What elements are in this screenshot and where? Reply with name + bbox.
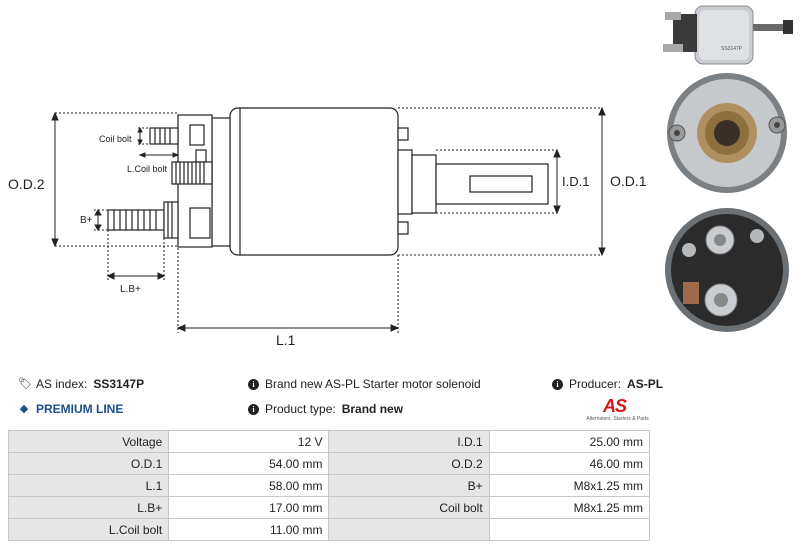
product-type: i Product type: Brand new — [248, 402, 403, 416]
info-icon: i — [248, 403, 259, 415]
spec-value: 54.00 mm — [168, 452, 330, 475]
as-index-label: AS index: — [36, 377, 88, 391]
od2-label: O.D.2 — [8, 176, 45, 192]
spec-label: B+ — [328, 474, 490, 497]
spec-value — [488, 518, 651, 541]
info-icon: i — [248, 378, 259, 390]
table-row: O.D.1 54.00 mm O.D.2 46.00 mm — [7, 452, 651, 475]
spec-value: M8x1.25 mm — [488, 474, 651, 497]
table-row: L.1 58.00 mm B+ M8x1.25 mm — [7, 474, 651, 497]
product-type-label: Product type: — [265, 402, 336, 416]
premium-line-label: PREMIUM LINE — [36, 402, 124, 416]
spec-label: L.B+ — [7, 496, 170, 519]
b-plus-label: B+ — [80, 215, 93, 226]
spec-value: 58.00 mm — [168, 474, 330, 497]
spec-value: 17.00 mm — [168, 496, 330, 519]
specs-table: Voltage 12 V I.D.1 25.00 mm O.D.1 54.00 … — [7, 430, 651, 541]
spec-label: O.D.2 — [328, 452, 490, 475]
technical-drawing: O.D.2 O.D.1 I.D.1 L.1 L.B+ B+ Coil bolt … — [8, 106, 647, 348]
solenoid-body — [229, 107, 399, 256]
product-photos: SS3147P — [663, 5, 793, 332]
svg-text:SS3147P: SS3147P — [721, 46, 743, 52]
spec-label: Coil bolt — [328, 496, 490, 519]
photo-side-view: SS3147P — [663, 5, 793, 65]
logo-tagline: Alternators, Starters & Parts — [586, 416, 649, 422]
od1-label: O.D.1 — [610, 173, 647, 189]
photo-rear-view — [665, 208, 789, 332]
spec-label: L.1 — [7, 474, 170, 497]
spec-value: 12 V — [168, 430, 330, 453]
spec-value: 25.00 mm — [488, 430, 651, 453]
spec-label — [328, 518, 490, 541]
premium-line: ◆ PREMIUM LINE — [18, 402, 124, 416]
photo-front-view — [667, 73, 787, 193]
id1-label: I.D.1 — [562, 174, 589, 189]
lb-plus-label: L.B+ — [120, 284, 141, 295]
coil-bolt-label: Coil bolt — [99, 134, 132, 144]
description: i Brand new AS-PL Starter motor solenoid — [248, 377, 481, 391]
table-row: Voltage 12 V I.D.1 25.00 mm — [7, 430, 651, 453]
info-icon: i — [552, 378, 563, 390]
diamond-icon: ◆ — [19, 403, 29, 415]
l-coil-bolt-label: L.Coil bolt — [127, 164, 168, 174]
spec-value: 46.00 mm — [488, 452, 651, 475]
table-row: L.B+ 17.00 mm Coil bolt M8x1.25 mm — [7, 496, 651, 519]
spec-label: O.D.1 — [7, 452, 170, 475]
spec-value: M8x1.25 mm — [488, 496, 651, 519]
l1-label: L.1 — [276, 332, 296, 348]
description-text: Brand new AS-PL Starter motor solenoid — [265, 377, 481, 391]
producer: i Producer: AS-PL — [552, 377, 663, 391]
product-type-value: Brand new — [341, 402, 404, 416]
as-pl-logo: AS Alternators, Starters & Parts — [585, 396, 650, 424]
table-row: L.Coil bolt 11.00 mm — [7, 518, 651, 541]
producer-label: Producer: — [569, 377, 622, 391]
as-index-value: SS3147P — [93, 377, 145, 391]
spec-value: 11.00 mm — [168, 518, 330, 541]
spec-label: I.D.1 — [328, 430, 490, 453]
producer-value: AS-PL — [627, 377, 664, 391]
spec-label: Voltage — [7, 430, 170, 453]
coil-bolt — [149, 127, 179, 145]
b-plus-bolt — [107, 201, 179, 239]
tag-icon: 🏷︎ — [18, 378, 32, 390]
as-index: 🏷︎ AS index: SS3147P — [18, 377, 144, 391]
logo-mark: AS — [603, 396, 627, 416]
spec-label: L.Coil bolt — [7, 518, 170, 541]
